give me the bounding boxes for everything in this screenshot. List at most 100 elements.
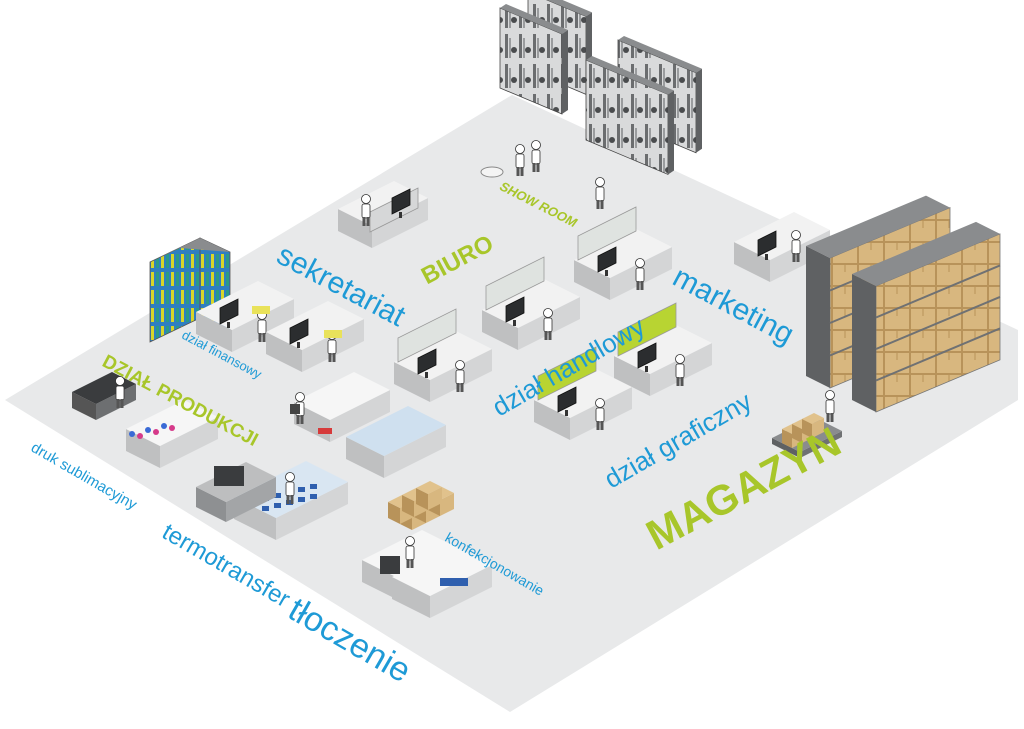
warehouse-trolley-left: [772, 438, 800, 458]
handlowy-desk-3-monitor-stand: [605, 270, 608, 276]
showroom-shelf-left: [499, 4, 568, 115]
termotransfer-worker: [285, 472, 295, 504]
handlowy-desk-3-worker-body: [635, 267, 645, 283]
warehouse-rack-front-beam-3: [875, 264, 1001, 319]
showroom-shelf-right: [585, 56, 674, 176]
warehouse-worker-leg-left: [826, 413, 830, 422]
marketing-monitor-screen: [757, 230, 777, 257]
warehouse-rack-back-top: [806, 195, 950, 258]
graficzny-desk-2-base-left: [614, 356, 650, 396]
finance-desk-1-worker-leg-left: [258, 333, 262, 342]
handlowy-desk-1-worker-body: [455, 369, 465, 385]
handlowy-desk-1-monitor: [417, 348, 437, 378]
marketing-desk-left: [734, 242, 770, 282]
pack-box-0-2-right: [440, 493, 454, 516]
sekretariat-desk-right: [372, 198, 428, 248]
termotransfer-item-9: [310, 494, 317, 499]
finance-desk-2-base-left: [266, 332, 302, 372]
production-worker-1-head: [295, 392, 305, 402]
handlowy-desk-1-base-left: [394, 362, 430, 402]
showroom-person-c-body: [595, 186, 605, 202]
handlowy-desk-2-worker-body: [543, 317, 553, 333]
finance-desk-1-monitor: [219, 298, 239, 328]
showroom-table: [480, 166, 504, 178]
marketing-worker-head: [791, 230, 801, 240]
warehouse-rack-front-side: [852, 274, 876, 412]
tloczenie-table-1-left: [362, 560, 398, 600]
production-table-2-right: [384, 425, 446, 478]
sublimation-print-4: [161, 423, 167, 429]
handlowy-desk-2-worker: [543, 308, 553, 340]
warehouse-rack-front-beam-1: [875, 327, 1001, 382]
showroom-shelf-left-top: [500, 4, 568, 35]
tloczenie-stack: [440, 578, 468, 586]
finance-desk-1-base-left: [196, 312, 232, 352]
tloczenie-table-2-right: [430, 565, 492, 618]
finance-desk-2-monitor-screen: [289, 318, 309, 345]
termotransfer-worker-leg-left: [286, 495, 290, 504]
graficzny-desk-1-worker-leg-right: [600, 421, 604, 430]
graficzny-desk-1-monitor: [557, 386, 577, 416]
sublimation-print-2: [145, 427, 151, 433]
trolley-box-2-right: [812, 418, 824, 438]
showroom-shelf-right-back-top: [618, 36, 702, 73]
tloczenie-worker-body: [405, 545, 415, 561]
showroom-shelf-back-top: [547, 0, 592, 17]
termotransfer-item-1: [274, 493, 281, 498]
pack-box-1-1-left: [402, 495, 414, 517]
sublimation-worker-body: [115, 385, 125, 401]
tloczenie-table-2-top: [392, 546, 492, 596]
production-worker-1-leg-left: [296, 415, 300, 424]
termotransfer-press-base-right: [226, 477, 276, 522]
handlowy-desk-3-worker: [635, 258, 645, 290]
sekretariat-worker-leg-right: [366, 217, 370, 226]
handlowy-desk-2-monitor-screen: [505, 296, 525, 323]
termotransfer-press-head: [214, 466, 244, 486]
termotransfer-item-4: [310, 484, 317, 489]
graficzny-desk-2-monitor-stand: [645, 366, 648, 372]
finance-desk-2-monitor-stand: [297, 342, 300, 348]
trolley-box-0-left: [782, 429, 792, 448]
tloczenie-worker: [405, 536, 415, 568]
sublimation-table-right: [160, 417, 218, 468]
finance-desk-2-monitor: [289, 318, 309, 348]
finance-desk-1-docs: [252, 306, 270, 314]
production-press-1: [290, 404, 300, 414]
pack-box-1-0-left: [388, 502, 400, 524]
handlowy-desk-3-monitor-screen: [597, 246, 617, 273]
showroom-person-a: [515, 144, 525, 176]
sekretariat-monitor-stand: [399, 212, 402, 218]
graficzny-desk-1-monitor-screen: [557, 386, 577, 413]
handlowy-desk-3-partition: [577, 206, 637, 261]
marketing-monitor-stand: [765, 254, 768, 260]
production-table-2: [346, 406, 446, 478]
warehouse-worker-head: [825, 390, 835, 400]
handlowy-desk-1-monitor-screen: [417, 348, 437, 375]
tloczenie-worker-head: [405, 536, 415, 546]
showroom-shelf-left-side: [562, 30, 568, 115]
sublimation-print-5: [169, 425, 175, 431]
pack-box-1-2: [416, 481, 442, 510]
graficzny-desk-1-partition: [537, 346, 597, 401]
showroom-person-b-head: [531, 140, 541, 150]
showroom-person-a-head: [515, 144, 525, 154]
sublimation-printer-right: [96, 384, 136, 420]
showroom-person-c-leg-left: [596, 200, 600, 209]
warehouse-worker-leg-right: [830, 413, 834, 422]
termotransfer-worker-head: [285, 472, 295, 482]
showroom-person-c-head: [595, 177, 605, 187]
handlowy-desk-2-worker-leg-right: [548, 331, 552, 340]
sublimation-table-top: [126, 400, 218, 446]
sublimation-table: [126, 400, 218, 468]
tloczenie-worker-leg-right: [410, 559, 414, 568]
production-table-2-top: [346, 406, 446, 456]
showroom-person-b-body: [531, 149, 541, 165]
termotransfer-press-base-left: [196, 487, 226, 522]
sekretariat-desk-left: [338, 209, 372, 248]
tloczenie-table-2: [392, 546, 492, 618]
tloczenie-table-2-left: [392, 577, 430, 618]
trolley-box-2-top: [802, 413, 824, 424]
showroom-shelf-right-top: [586, 56, 674, 95]
graficzny-desk-2-worker-leg-right: [680, 377, 684, 386]
